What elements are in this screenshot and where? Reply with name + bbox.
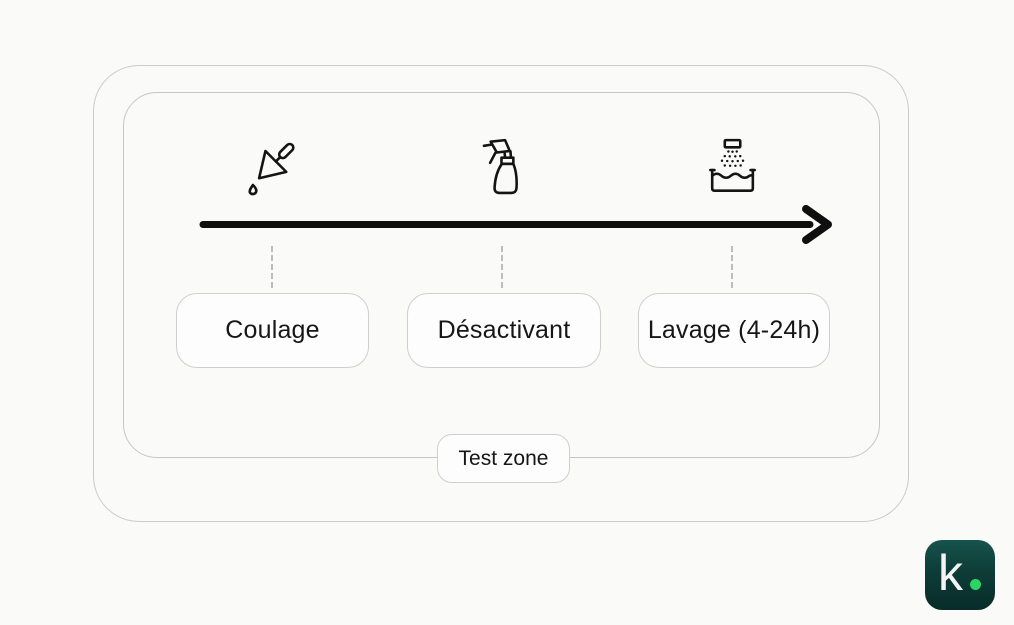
- step-label: Désactivant: [437, 316, 571, 344]
- test-zone-box: Test zone: [437, 434, 570, 483]
- green-dot-icon: [970, 579, 981, 590]
- connector-dash: [501, 246, 503, 288]
- step-label: Coulage: [225, 316, 320, 344]
- step-box-coulage: Coulage: [176, 293, 369, 368]
- test-zone-label: Test zone: [458, 446, 549, 470]
- connector-dash: [271, 246, 273, 288]
- rinse-basin-icon: [699, 136, 765, 202]
- outer-frame: [93, 65, 909, 522]
- spray-bottle-icon: [469, 136, 535, 202]
- logo-letter: k: [938, 545, 963, 601]
- trowel-icon: [239, 136, 305, 202]
- connector-dash: [731, 246, 733, 288]
- step-box-lavage: Lavage (4-24h): [638, 293, 830, 368]
- kittl-logo: k: [925, 540, 995, 610]
- step-label: Lavage (4-24h): [647, 316, 821, 344]
- step-box-desactivant: Désactivant: [407, 293, 601, 368]
- timeline-arrow: [196, 202, 842, 248]
